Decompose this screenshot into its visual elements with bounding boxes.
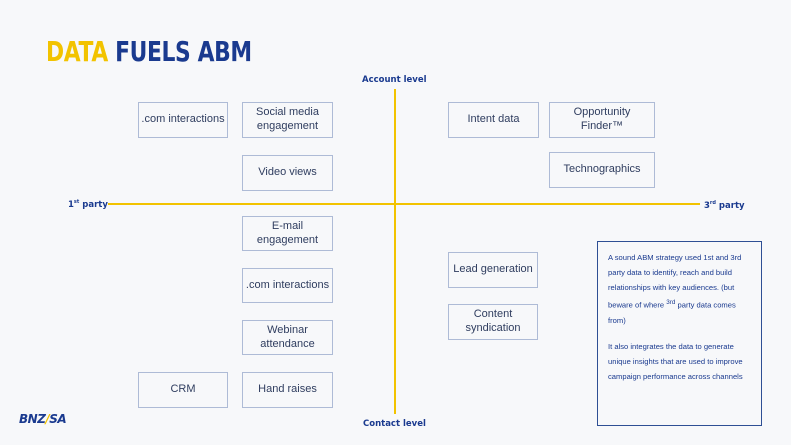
title-word-fuels-abm: FUELS ABM [115, 35, 252, 68]
info-note: A sound ABM strategy used 1st and 3rd pa… [597, 241, 762, 426]
box-lead-generation: Lead generation [448, 252, 538, 288]
box-com-interactions-bottom: .com interactions [242, 268, 333, 303]
box-social-media-engagement: Social media engagement [242, 102, 333, 138]
box-crm: CRM [138, 372, 228, 408]
axis-label-right: 3rd party [704, 200, 745, 211]
box-intent-data: Intent data [448, 102, 539, 138]
box-email-engagement: E-mail engagement [242, 216, 333, 251]
axis-label-bottom: Contact level [363, 419, 426, 429]
brand-logo: BNZ/SA [19, 412, 67, 426]
box-com-interactions-top: .com interactions [138, 102, 228, 138]
horizontal-axis [108, 203, 700, 205]
vertical-axis [394, 89, 396, 414]
title-word-data: DATA [46, 35, 108, 68]
box-webinar-attendance: Webinar attendance [242, 320, 333, 355]
box-video-views: Video views [242, 155, 333, 191]
box-hand-raises: Hand raises [242, 372, 333, 408]
note-paragraph-2: It also integrates the data to generate … [608, 341, 743, 381]
page-title: DATA FUELS ABM [46, 38, 252, 66]
box-content-syndication: Content syndication [448, 304, 538, 340]
note-paragraph-1: A sound ABM strategy used 1st and 3rd pa… [608, 253, 742, 325]
axis-label-top: Account level [362, 75, 427, 85]
axis-label-left: 1st party [68, 199, 108, 210]
box-technographics: Technographics [549, 152, 655, 188]
box-opportunity-finder: Opportunity Finder™ [549, 102, 655, 138]
